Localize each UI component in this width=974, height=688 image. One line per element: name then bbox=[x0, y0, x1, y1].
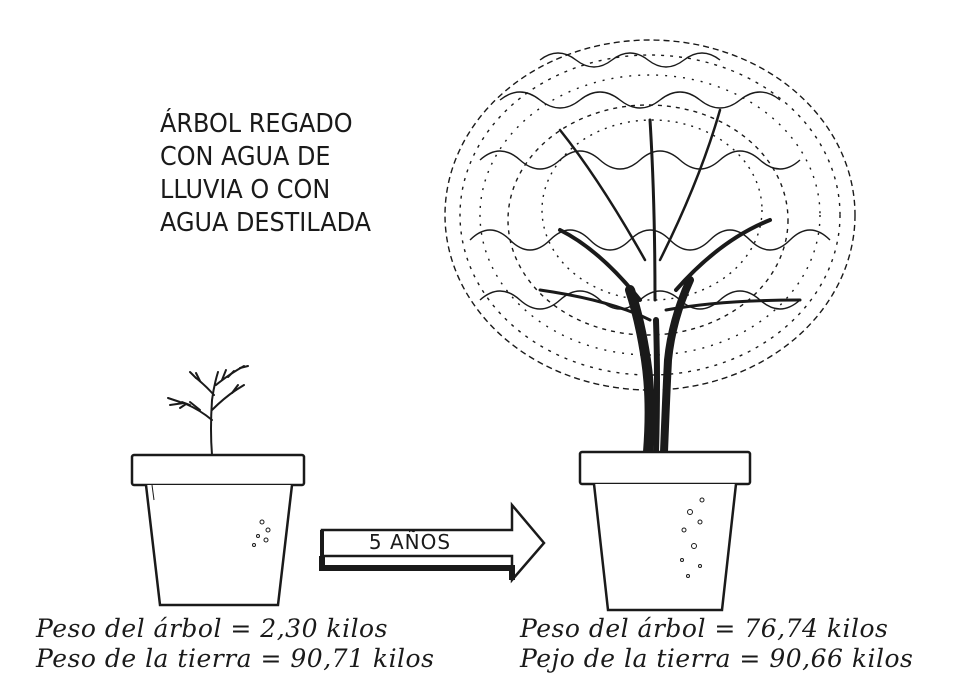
soil-weight-after: Pejo de la tierra = 90,66 kilos bbox=[520, 644, 914, 673]
before-weights: Peso del árbol = 2,30 kilos Peso de la t… bbox=[36, 614, 434, 674]
arrow-label: 5 AÑOS bbox=[368, 530, 452, 554]
title-line: ÁRBOL REGADO bbox=[160, 109, 353, 139]
pot-before bbox=[130, 453, 306, 607]
tree-weight-before: Peso del árbol = 2,30 kilos bbox=[36, 614, 388, 643]
pot-after bbox=[578, 450, 752, 612]
tree-crown bbox=[444, 39, 856, 391]
title-line: AGUA DESTILADA bbox=[160, 208, 371, 238]
time-arrow bbox=[319, 501, 546, 584]
experiment-title: ÁRBOL REGADO CON AGUA DE LLUVIA O CON AG… bbox=[160, 108, 371, 240]
soil-weight-before: Peso de la tierra = 90,71 kilos bbox=[36, 644, 435, 673]
title-line: CON AGUA DE bbox=[160, 142, 331, 172]
seedling bbox=[167, 365, 249, 456]
tree-trunk bbox=[538, 108, 802, 457]
title-line: LLUVIA O CON bbox=[160, 175, 331, 205]
after-weights: Peso del árbol = 76,74 kilos Pejo de la … bbox=[520, 614, 913, 674]
tree-weight-after: Peso del árbol = 76,74 kilos bbox=[520, 614, 889, 643]
